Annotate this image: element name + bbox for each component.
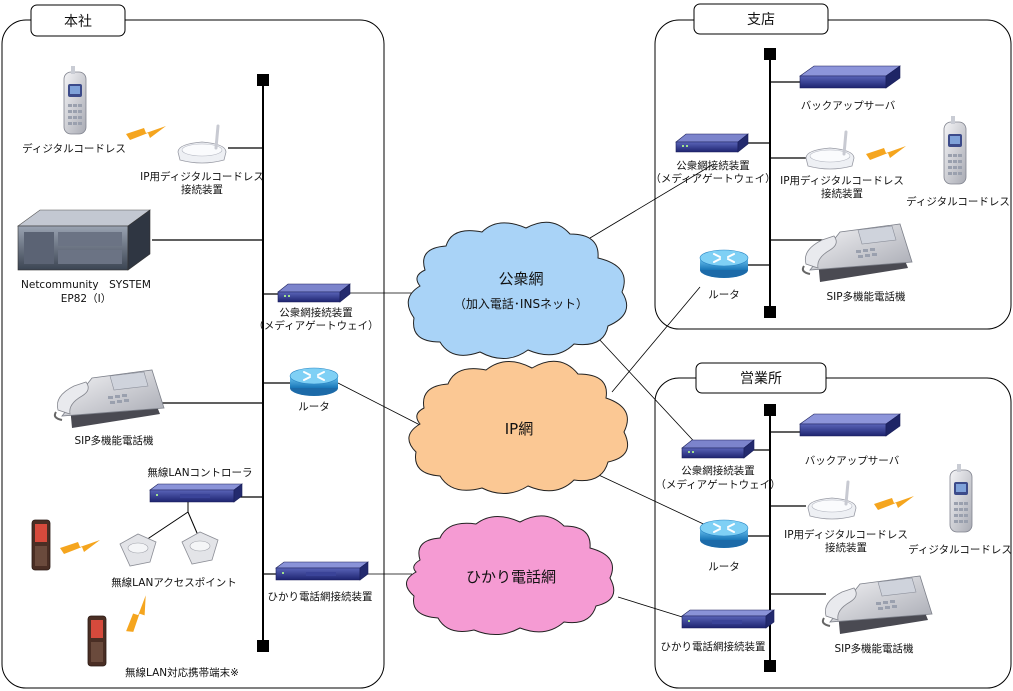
shiten-gateway-label-2: （メディアゲートウェイ） [650, 172, 775, 185]
shiten-ipcordless-label-2: 接続装置 [821, 187, 863, 200]
honsha-ipcordless-label-2: 接続装置 [181, 183, 223, 196]
cordless-phone-icon [949, 463, 973, 533]
backup-server-icon [799, 65, 901, 89]
site-label-eigyosho: 営業所 [740, 371, 782, 387]
shiten-ipcordless-label-1: IP用ディジタルコードレス [780, 174, 904, 187]
site-label-shiten: 支店 [747, 12, 775, 28]
cloud-hikari-title: ひかり電話網 [466, 568, 556, 586]
site-tab-shiten [693, 3, 829, 35]
backbone-terminator-icon [764, 48, 776, 60]
shiten-cordless-label: ディジタルコードレス [906, 195, 1010, 208]
shiten-network: バックアップサーバ 公衆網接続装置 （メディアゲートウェイ） IP用ディジタルコ… [650, 48, 1010, 318]
mobile-terminal-icon [87, 615, 107, 667]
honsha-sip-label: SIP多機能電話機 [74, 434, 154, 447]
honsha-cordless-label: ディジタルコードレス [22, 142, 126, 155]
cloud-public-subtitle: （加入電話･INSネット） [454, 296, 588, 311]
honsha-network: ディジタルコードレス IP用ディジタルコードレス 接続装置 Netcommuni… [17, 65, 379, 679]
eigyosho-gateway-label-1: 公衆網接続装置 [681, 464, 755, 477]
honsha-wlc-label: 無線LANコントローラ [147, 466, 252, 479]
eigyosho-network: バックアップサーバ 公衆網接続装置 （メディアゲートウェイ） IP用ディジタルコ… [655, 404, 1012, 672]
site-tab-eigyosho [695, 362, 827, 394]
shiten-router-label: ルータ [708, 289, 740, 301]
honsha-gateway-label-1: 公衆網接続装置 [279, 306, 353, 319]
honsha-ipcordless-label-1: IP用ディジタルコードレス [140, 170, 264, 183]
cloud-ip-network: IP網 [408, 360, 628, 494]
wan-links [337, 164, 713, 621]
router-icon [699, 519, 749, 549]
eigyosho-hikari-label: ひかり電話網接続装置 [661, 640, 766, 653]
cordless-phone-icon [63, 65, 87, 135]
wlan-controller-icon [149, 483, 243, 503]
hikari-gateway-icon [275, 561, 369, 581]
backbone-terminator-icon [764, 306, 776, 318]
backup-server-icon [799, 413, 901, 437]
eigyosho-sip-label: SIP多機能電話機 [834, 642, 914, 655]
site-tab-honsha [30, 4, 126, 37]
router-icon [289, 367, 339, 397]
hikari-gateway-icon [681, 609, 775, 629]
eigyosho-cordless-label: ディジタルコードレス [908, 543, 1012, 556]
cloud-hikari-network: ひかり電話網 [406, 515, 615, 635]
pbx-server-icon [17, 209, 151, 271]
wlan-ap-icon [119, 533, 157, 567]
eigyosho-backup-label: バックアップサーバ [805, 455, 900, 467]
shiten-sip-label: SIP多機能電話機 [826, 290, 906, 303]
honsha-pbx-label-1: Netcommunity SYSTEM [21, 279, 151, 291]
cloud-ip-shape [408, 360, 628, 494]
backbone-terminator-icon [764, 404, 776, 416]
cloud-public-network: 公衆網 （加入電話･INSネット） [407, 221, 628, 359]
shiten-backup-label: バックアップサーバ [801, 100, 896, 112]
site-box-honsha [1, 19, 385, 689]
wlan-ap-icon [181, 531, 219, 565]
eigyosho-ipcordless-label-2: 接続装置 [825, 541, 867, 554]
cloud-hikari-shape [406, 515, 615, 635]
media-gateway-icon [681, 439, 755, 459]
honsha-router-label: ルータ [298, 401, 330, 413]
eigyosho-gateway-label-2: （メディアゲートウェイ） [655, 478, 780, 491]
honsha-wlanap-label: 無線LANアクセスポイント [111, 576, 237, 589]
backbone-terminator-icon [257, 640, 269, 652]
backbone-terminator-icon [257, 74, 269, 86]
site-label-honsha: 本社 [64, 14, 92, 30]
cloud-ip-title: IP網 [505, 420, 533, 438]
eigyosho-ipcordless-label-1: IP用ディジタルコードレス [784, 528, 908, 541]
media-gateway-icon [277, 283, 351, 303]
media-gateway-icon [675, 133, 749, 153]
cloud-public-shape [407, 221, 628, 359]
honsha-pbx-label-2: EP82（Ⅰ） [61, 293, 111, 305]
cloud-public-title: 公衆網 [498, 270, 543, 288]
honsha-hikari-label: ひかり電話網接続装置 [268, 590, 373, 603]
honsha-gateway-label-2: （メディアゲートウェイ） [253, 319, 378, 332]
cordless-phone-icon [943, 115, 967, 185]
eigyosho-router-label: ルータ [708, 561, 740, 573]
backbone-terminator-icon [764, 660, 776, 672]
router-icon [699, 249, 749, 279]
site-box-shiten [654, 19, 1012, 330]
honsha-mobile-label: 無線LAN対応携帯端末※ [125, 666, 239, 679]
mobile-terminal-icon [31, 519, 51, 571]
shiten-gateway-label-1: 公衆網接続装置 [676, 159, 750, 172]
